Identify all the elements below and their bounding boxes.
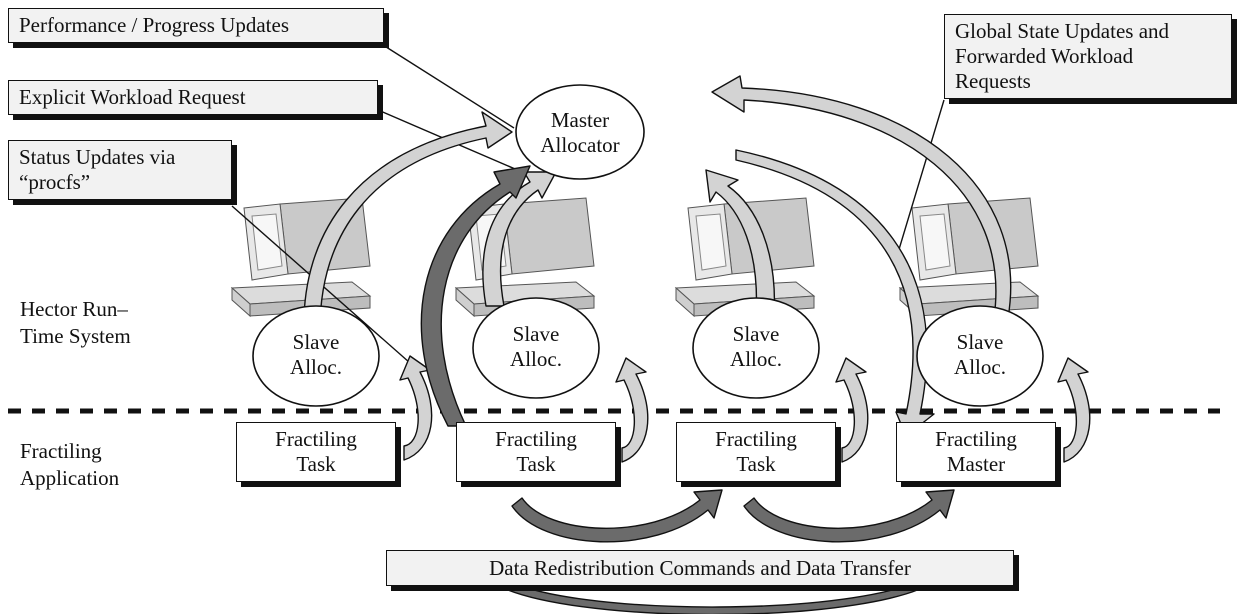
task2-status-arrow	[615, 357, 649, 463]
task-box: Fractiling Task	[456, 422, 616, 482]
master-allocator-label: Master Allocator	[540, 108, 620, 157]
light-arrow-group	[303, 75, 1091, 463]
status-updates-callout: Status Updates via “procfs”	[8, 140, 232, 200]
task1-status-arrow	[399, 355, 433, 461]
data-transfer-arrow	[743, 489, 955, 543]
task-box: Fractiling Master	[896, 422, 1056, 482]
slave-allocator-label: Slave Alloc.	[290, 330, 342, 379]
global-state-leader-line	[893, 99, 945, 267]
slave-allocator-ellipse	[916, 305, 1044, 407]
master-allocator-ellipse	[515, 84, 645, 180]
data-transfer-arrow	[511, 489, 723, 543]
performance-leader-line	[382, 44, 515, 129]
performance-callout: Performance / Progress Updates	[8, 8, 384, 43]
slave-allocator-ellipse	[252, 305, 380, 407]
runtime-layer-label: Hector Run– Time System	[20, 297, 131, 348]
forwarded-request-arrow	[711, 75, 1012, 319]
slave-allocator-ellipse	[692, 297, 820, 399]
task3-status-arrow	[835, 357, 869, 463]
task-box: Fractiling Task	[236, 422, 396, 482]
dark-arrow-group	[420, 165, 955, 614]
slave3-update-arrow	[705, 169, 776, 319]
workload-request-arrow	[420, 165, 531, 427]
data-redistribution-banner: Data Redistribution Commands and Data Tr…	[386, 550, 1014, 586]
application-layer-label: Fractiling Application	[20, 439, 120, 490]
task4-status-arrow	[1057, 357, 1091, 463]
status-leader-line	[231, 205, 419, 371]
task-box: Fractiling Task	[676, 422, 836, 482]
slave-allocator-label: Slave Alloc.	[510, 322, 562, 371]
workload-request-callout: Explicit Workload Request	[8, 80, 378, 115]
slave-allocator-ellipse	[472, 297, 600, 399]
performance-arrow	[303, 111, 513, 337]
slave-allocator-label: Slave Alloc.	[730, 322, 782, 371]
global-state-callout: Global State Updates and Forwarded Workl…	[944, 14, 1232, 99]
slave-allocator-label: Slave Alloc.	[954, 330, 1006, 379]
